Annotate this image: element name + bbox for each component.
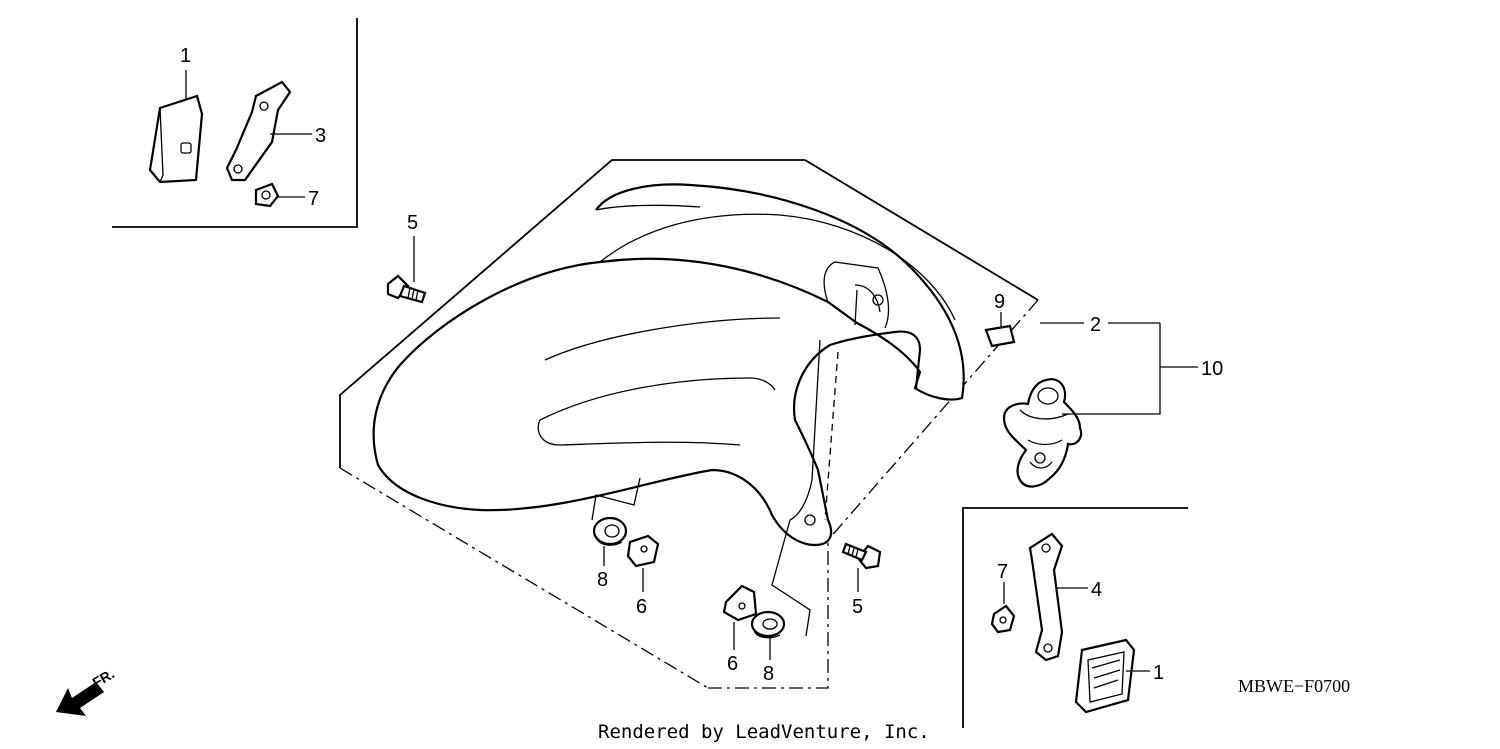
mark-decal-part[interactable] — [1002, 378, 1083, 488]
bolt-part[interactable] — [386, 274, 427, 304]
inset-frame-top-left — [112, 18, 358, 228]
front-direction-arrow: FR. — [56, 665, 117, 716]
callout-4: 4 — [1091, 579, 1102, 601]
callout-5-left: 5 — [407, 212, 418, 234]
callout-2: 2 — [1090, 314, 1101, 336]
inset-frame-bottom-right — [962, 507, 1188, 728]
callout-8-right: 8 — [763, 663, 774, 685]
callout-1-top: 1 — [180, 45, 191, 67]
callout-8-left: 8 — [597, 569, 608, 591]
clip-nut-part[interactable] — [626, 534, 660, 568]
clip-nut-part[interactable] — [722, 584, 758, 622]
bracket-part[interactable] — [1028, 532, 1064, 662]
callout-6-left: 6 — [636, 596, 647, 618]
callout-7-right: 7 — [997, 561, 1008, 583]
front-fender-part[interactable] — [372, 183, 965, 547]
diagram-code: MBWE−F0700 — [1238, 676, 1350, 696]
grommet-part[interactable] — [592, 516, 628, 546]
grommet-part[interactable] — [750, 610, 786, 639]
callout-1-right: 1 — [1153, 662, 1164, 684]
emblem-part[interactable] — [984, 324, 1016, 348]
assembly-outline — [339, 159, 1039, 689]
nut-part[interactable] — [254, 182, 280, 208]
callout-3: 3 — [315, 125, 326, 147]
reflector-part[interactable] — [148, 94, 204, 184]
leader-lines — [185, 70, 1198, 672]
bolt-part[interactable] — [841, 542, 882, 570]
mount-plate-left — [591, 477, 641, 521]
callout-6-right: 6 — [727, 653, 738, 675]
nut-part[interactable] — [990, 604, 1016, 634]
callout-5-right: 5 — [852, 596, 863, 618]
reflector-part[interactable] — [1074, 638, 1136, 714]
bracket-part[interactable] — [225, 80, 292, 182]
callout-9: 9 — [994, 291, 1005, 313]
callout-10: 10 — [1201, 358, 1223, 380]
callout-labels: 1 3 7 5 9 2 10 8 6 5 6 8 7 4 1 — [180, 45, 1223, 685]
callout-7-top: 7 — [308, 188, 319, 210]
mount-plate-right — [771, 519, 811, 637]
render-credit: Rendered by LeadVenture, Inc. — [598, 721, 930, 743]
